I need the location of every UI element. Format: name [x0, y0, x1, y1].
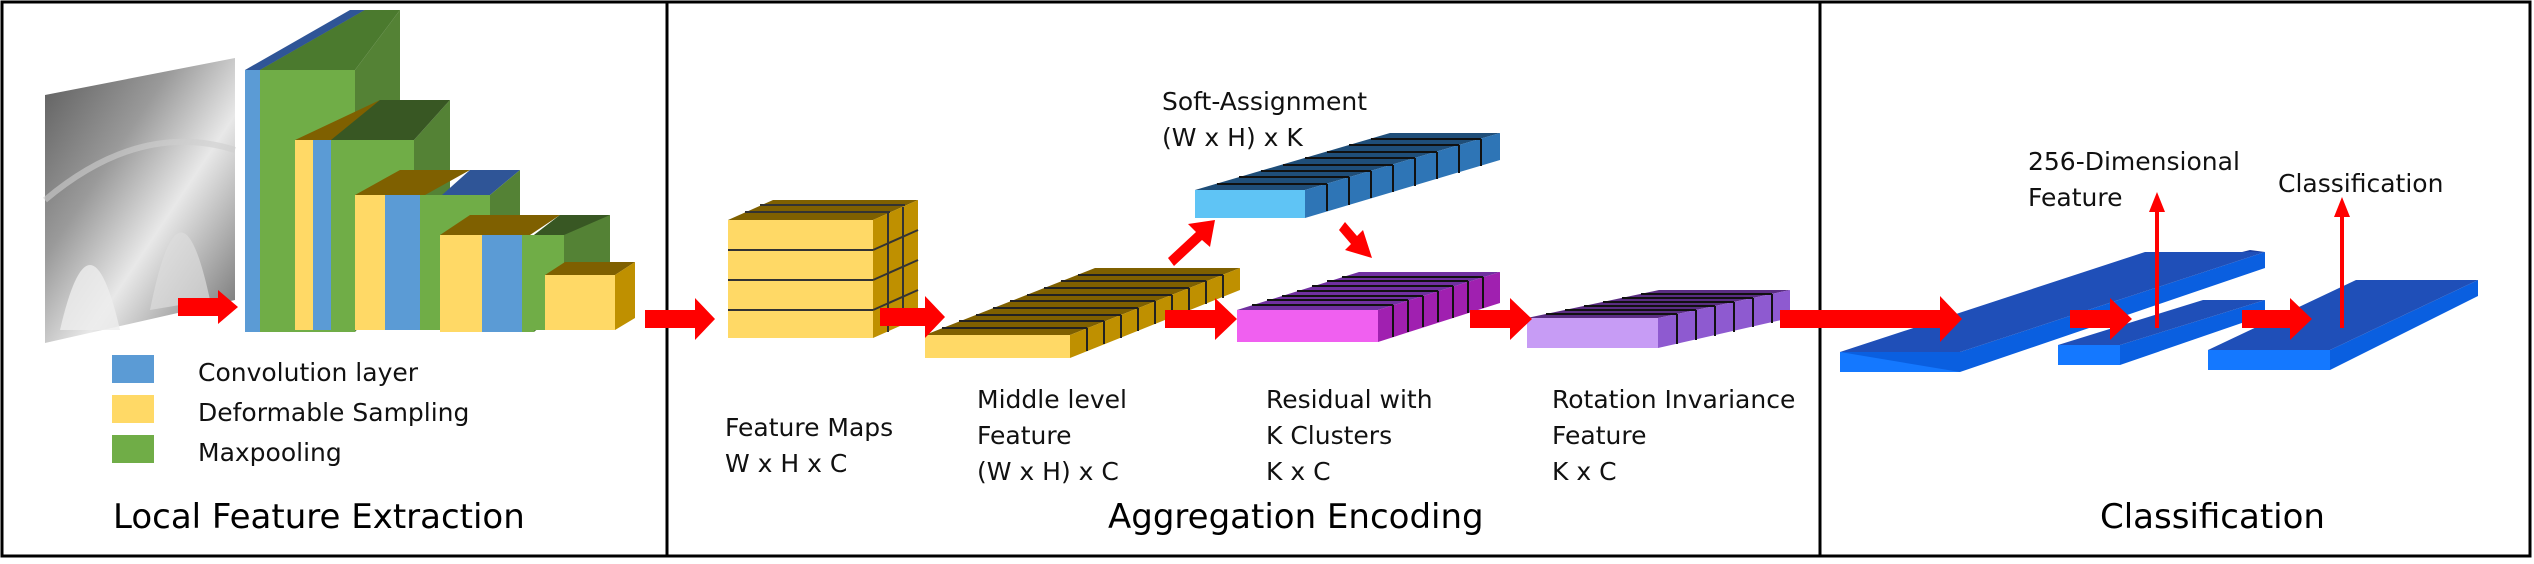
input-image — [43, 58, 236, 343]
legend-swatch-deformable — [112, 395, 154, 423]
label-middle-level-line1: Middle level — [977, 385, 1127, 414]
rotation-invariance-bar — [1527, 290, 1790, 348]
arrow-middle-to-residual — [1165, 298, 1237, 340]
label-rotation-line3: K x C — [1552, 457, 1617, 486]
label-256-line1: 256-Dimensional — [2028, 147, 2240, 176]
arrow-fc1-to-fc2 — [2070, 298, 2132, 340]
legend-label-deformable: Deformable Sampling — [198, 398, 470, 427]
arrow-fc2-to-fc3 — [2242, 298, 2312, 340]
label-soft-assignment-line1: Soft-Assignment — [1162, 87, 1367, 116]
cnn-layer-stack — [245, 10, 635, 332]
label-256-dimensional: 256-Dimensional Feature — [2028, 144, 2240, 216]
label-rotation-invariance: Rotation Invariance Feature K x C — [1552, 382, 1795, 490]
label-soft-assignment-line2: (W x H) x K — [1162, 123, 1303, 152]
flow-arrows — [178, 220, 2312, 342]
label-256-line2: Feature — [2028, 183, 2123, 212]
label-middle-level-line2: Feature — [977, 421, 1072, 450]
label-residual-line3: K x C — [1266, 457, 1331, 486]
legend-label-convolution: Convolution layer — [198, 358, 419, 387]
label-residual: Residual with K Clusters K x C — [1266, 382, 1433, 490]
label-rotation-line1: Rotation Invariance — [1552, 385, 1796, 414]
legend-label-maxpooling: Maxpooling — [198, 438, 342, 467]
section-title-local: Local Feature Extraction — [113, 497, 525, 537]
label-feature-maps-line2: W x H x C — [725, 449, 848, 478]
label-classification-line1: Classification — [2278, 169, 2444, 198]
label-classification-output: Classification — [2278, 166, 2443, 202]
arrow-middle-to-soft-assignment — [1168, 220, 1215, 266]
arrow-residual-to-rotation — [1470, 298, 1532, 340]
label-rotation-line2: Feature — [1552, 421, 1647, 450]
section-title-classification: Classification — [2100, 497, 2325, 537]
fc-layer-2 — [2058, 300, 2265, 365]
arrow-cnn-to-featuremaps — [645, 298, 715, 340]
section-frame-classification — [1818, 0, 2532, 558]
residual-bar — [1237, 272, 1500, 342]
arrow-rotation-to-fc — [1780, 296, 1962, 342]
label-middle-level-line3: (W x H) x C — [977, 457, 1119, 486]
soft-assignment-bar — [1195, 133, 1500, 218]
legend-swatch-convolution — [112, 355, 154, 383]
feature-maps-block — [728, 200, 919, 338]
label-residual-line2: K Clusters — [1266, 421, 1393, 450]
arrow-featuremaps-to-middle — [880, 296, 945, 338]
arrow-input-to-cnn — [178, 290, 238, 324]
output-arrows — [2149, 192, 2350, 328]
label-feature-maps: Feature Maps W x H x C — [725, 410, 893, 482]
arrow-soft-assignment-to-residual — [1339, 222, 1372, 258]
label-soft-assignment: Soft-Assignment (W x H) x K — [1162, 84, 1367, 156]
label-middle-level: Middle level Feature (W x H) x C — [977, 382, 1127, 490]
label-feature-maps-line1: Feature Maps — [725, 413, 894, 442]
section-title-aggregation: Aggregation Encoding — [1108, 497, 1484, 537]
legend-swatch-maxpooling — [112, 435, 154, 463]
middle-level-feature-bar — [925, 268, 1240, 358]
label-residual-line1: Residual with — [1266, 385, 1433, 414]
